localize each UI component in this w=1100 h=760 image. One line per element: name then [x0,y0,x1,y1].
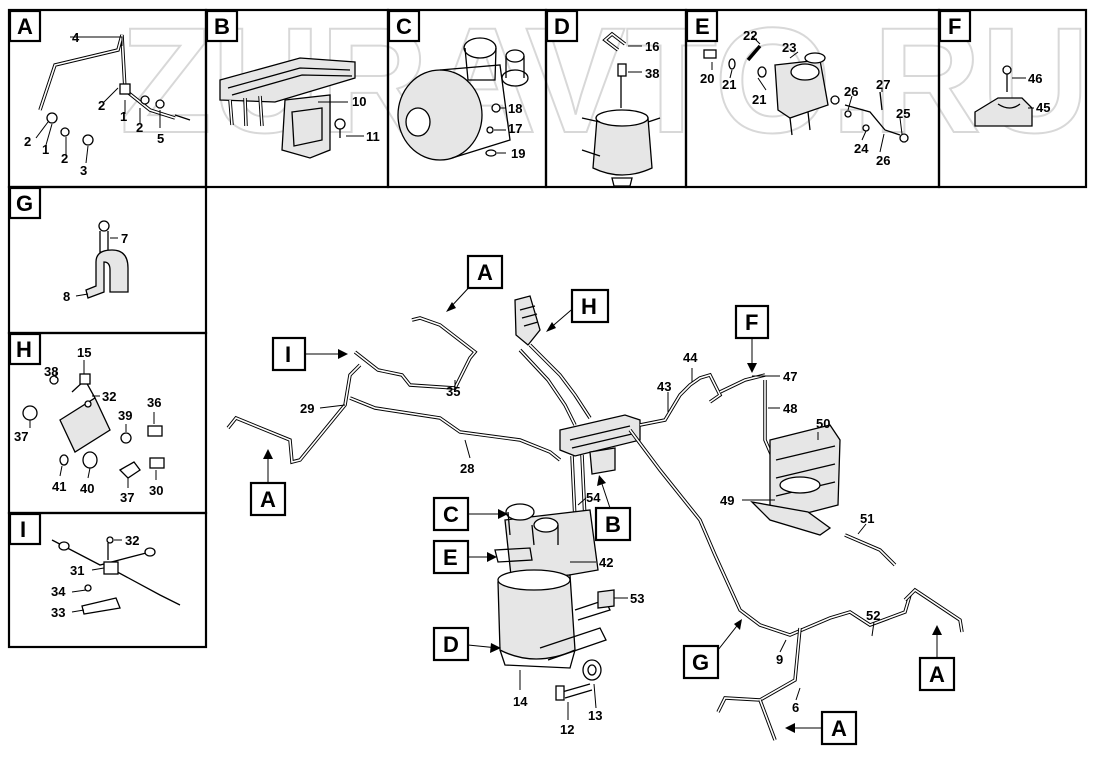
panel-h-part-30: 30 [149,483,163,498]
panel-a-part-3: 3 [80,163,87,178]
panel-a-drawing [35,34,191,164]
panel-e-part-25: 25 [896,106,910,121]
panel-b-letter: B [214,14,230,39]
callout-d: D [443,632,459,657]
panel-h-drawing [22,360,165,488]
panel-b-part-10: 10 [352,94,366,109]
panel-d-drawing [581,31,661,187]
panel-d-part-38: 38 [645,66,659,81]
callout-a-right: A [929,662,945,687]
panel-d-part-16: 16 [645,39,659,54]
main-part-42: 42 [599,555,613,570]
main-part-51: 51 [860,511,874,526]
callout-a-top: A [477,260,493,285]
panel-e-part-26b: 26 [876,153,890,168]
panel-e-letter: E [695,14,710,39]
main-part-52: 52 [866,608,880,623]
panel-h-part-39: 39 [118,408,132,423]
panel-h-part-36: 36 [147,395,161,410]
panel-e-part-21a: 21 [722,77,736,92]
callout-a-left: A [260,487,276,512]
callout-g: G [692,650,709,675]
main-part-44: 44 [683,350,698,365]
main-part-35: 35 [446,384,460,399]
panel-i-letter: I [20,517,26,542]
panel-e-part-27: 27 [876,77,890,92]
panel-f-part-45: 45 [1036,100,1050,115]
panel-h-letter: H [16,337,32,362]
main-part-54: 54 [586,490,601,505]
panel-h-part-41: 41 [52,479,66,494]
panel-h-part-32: 32 [102,389,116,404]
panel-f-drawing [974,65,1034,127]
panel-a-letter: A [17,14,33,39]
panel-g-part-7: 7 [121,231,128,246]
main-part-9: 9 [776,652,783,667]
main-part-28: 28 [460,461,474,476]
panel-g-drawing [75,220,129,299]
main-part-43: 43 [657,379,671,394]
panel-e-part-22: 22 [743,28,757,43]
panel-e-part-23: 23 [782,40,796,55]
main-assembly-drawing [226,281,964,741]
panel-e-part-21b: 21 [752,92,766,107]
panel-e-part-20: 20 [700,71,714,86]
callout-a-bottom: A [831,716,847,741]
main-callout-tags: A I H F A C B E D G A A [249,254,956,746]
main-part-48: 48 [783,401,797,416]
panel-f-letter: F [948,14,961,39]
panel-f-part-46: 46 [1028,71,1042,86]
panel-h-part-38: 38 [44,364,58,379]
panel-i-drawing [51,536,181,615]
panel-h-part-15: 15 [77,345,91,360]
callout-f: F [745,310,758,335]
callout-b: B [605,512,621,537]
panel-a-part-1a: 1 [120,109,127,124]
panel-a-part-2b: 2 [136,120,143,135]
panel-letter-tags: A B C D E F G H I [8,9,972,546]
main-part-49: 49 [720,493,734,508]
panel-e-part-24: 24 [854,141,869,156]
callout-h: H [581,294,597,319]
panel-c-drawing [397,37,529,161]
panel-i-part-34: 34 [51,584,66,599]
callout-c: C [443,502,459,527]
main-part-14: 14 [513,694,528,709]
main-part-47: 47 [783,369,797,384]
panel-frames [7,8,1088,649]
panel-h-part-37a: 37 [14,429,28,444]
main-part-6: 6 [792,700,799,715]
panel-c-part-19: 19 [511,146,525,161]
panel-a-part-1b: 1 [42,142,49,157]
panel-a-part-5: 5 [157,131,164,146]
main-part-29: 29 [300,401,314,416]
panel-c-part-17: 17 [508,121,522,136]
panel-h-part-40: 40 [80,481,94,496]
main-part-12: 12 [560,722,574,737]
main-part-53: 53 [630,591,644,606]
panel-a-part-2c: 2 [24,134,31,149]
panel-b-drawing [219,57,364,159]
panel-a-part-4: 4 [72,30,80,45]
callout-e: E [443,545,458,570]
callout-i: I [285,342,291,367]
panel-i-part-32: 32 [125,533,139,548]
panel-i-part-33: 33 [51,605,65,620]
panel-a-part-2d: 2 [61,151,68,166]
panel-i-part-31: 31 [70,563,84,578]
main-part-13: 13 [588,708,602,723]
panel-g-part-8: 8 [63,289,70,304]
panel-h-part-37b: 37 [120,490,134,505]
panel-c-letter: C [396,14,412,39]
panel-e-drawing [703,35,909,153]
panel-b-part-11: 11 [366,129,380,144]
panel-g-letter: G [16,191,33,216]
panel-c-part-18: 18 [508,101,522,116]
panel-a-part-2a: 2 [98,98,105,113]
panel-d-letter: D [554,14,570,39]
panel-e-part-26a: 26 [844,84,858,99]
main-part-50: 50 [816,416,830,431]
